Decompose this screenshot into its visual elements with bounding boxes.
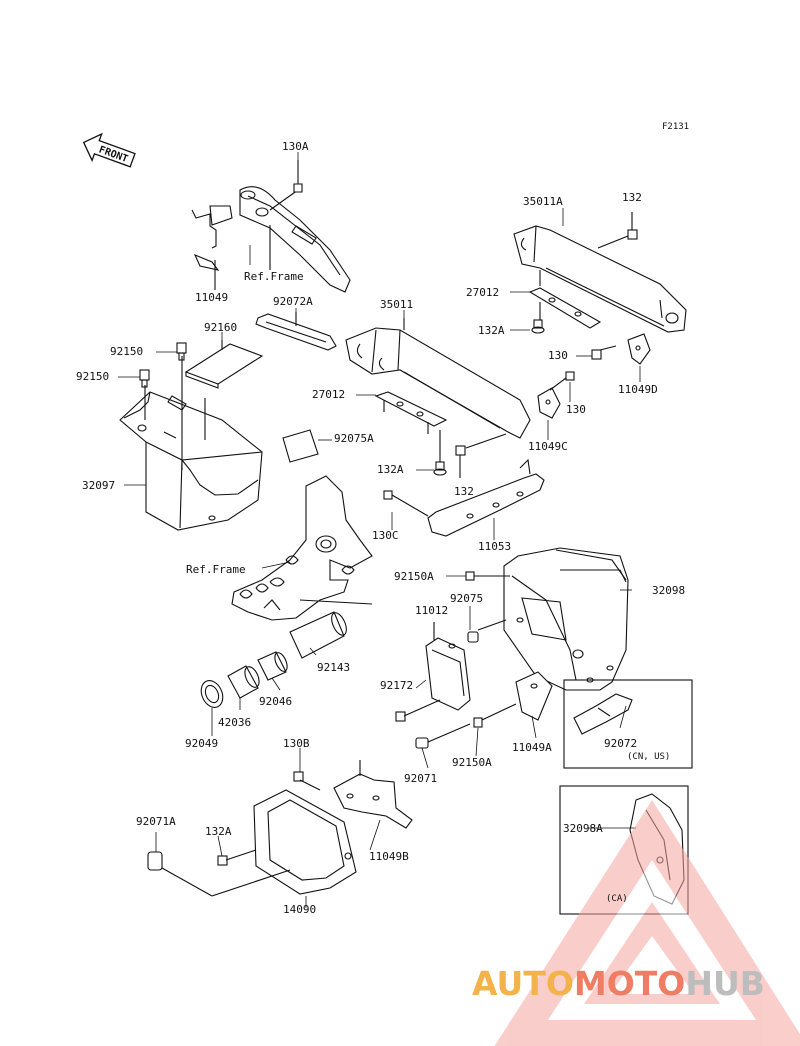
part-92072A-shape: [255, 312, 337, 351]
label-11049A: 11049A: [512, 741, 552, 754]
bolt-92150-shape: [139, 342, 187, 388]
label-92075A: 92075A: [334, 432, 374, 445]
part-92046-shape: [257, 651, 288, 681]
leader-lines: [118, 152, 641, 908]
part-27012-mid-shape: [374, 391, 448, 434]
part-11053-shape: [427, 458, 545, 537]
part-32097-shape: [119, 356, 263, 531]
part-42036-shape: [227, 665, 260, 699]
part-11049C-shape: [537, 371, 575, 419]
label-92160: 92160: [204, 321, 238, 334]
label-11053: 11053: [478, 540, 512, 553]
bolt-130C-shape: [383, 490, 429, 517]
label-11049: 11049: [195, 291, 229, 304]
part-92075-shape: [467, 619, 507, 643]
part-92072-inset: [563, 679, 693, 769]
label-27012-mid: 27012: [312, 388, 346, 401]
label-11012: 11012: [415, 604, 449, 617]
part-35011A-shape: [513, 225, 687, 333]
bolt-132-mid-shape: [455, 433, 507, 478]
label-92172: 92172: [380, 679, 414, 692]
label-130: 130: [548, 349, 568, 362]
bolt-132A-right-shape: [531, 319, 545, 334]
label-11049D: 11049D: [618, 383, 658, 396]
part-92075A-shape: [282, 429, 319, 463]
part-92071A-shape: [147, 851, 291, 897]
part-92049-shape: [200, 680, 224, 708]
label-92150-b: 92150: [76, 370, 110, 383]
bolt-132A-mid-shape: [433, 430, 447, 476]
label-92150A-low: 92150A: [452, 756, 492, 769]
part-35011-shape: [345, 318, 531, 439]
label-130-low: 130: [566, 403, 586, 416]
watermark-part1: AUTO: [472, 964, 574, 1003]
watermark-triangle-icon: [494, 800, 800, 1046]
part-11049D-shape: [591, 333, 651, 365]
label-130A: 130A: [282, 140, 309, 153]
part-11049A-shape: [473, 671, 553, 728]
ref-frame-mid-part: [231, 475, 373, 621]
bolt-130B-shape: [293, 771, 321, 791]
part-92143-shape: [289, 611, 347, 659]
label-32097: 32097: [82, 479, 116, 492]
watermark-part3: HUB: [685, 964, 765, 1003]
label-ref-frame-mid: Ref.Frame: [186, 563, 246, 576]
label-132A-low: 132A: [205, 825, 232, 838]
label-14090: 14090: [283, 903, 317, 916]
ref-frame-top-part: [191, 160, 351, 293]
bolt-132-right-shape: [597, 212, 638, 249]
label-132A-right: 132A: [478, 324, 505, 337]
label-92046: 92046: [259, 695, 293, 708]
label-92049: 92049: [185, 737, 219, 750]
label-32098A-note: (CA): [606, 894, 628, 904]
label-132A-mid: 132A: [377, 463, 404, 476]
label-92075: 92075: [450, 592, 484, 605]
part-32098-shape: [503, 547, 629, 691]
label-92072: 92072: [604, 737, 638, 750]
label-35011A: 35011A: [523, 195, 563, 208]
watermark-part2: MOTO: [573, 964, 686, 1003]
bolt-132A-low-shape: [217, 849, 257, 866]
label-92072A: 92072A: [273, 295, 313, 308]
label-130C: 130C: [372, 529, 399, 542]
label-92072-note: (CN, US): [627, 752, 671, 762]
label-11049B: 11049B: [369, 850, 409, 863]
label-92150-a: 92150: [110, 345, 144, 358]
part-92071-shape: [415, 723, 471, 749]
front-arrow-icon: FRONT: [82, 132, 136, 168]
label-92071: 92071: [404, 772, 438, 785]
label-92143: 92143: [317, 661, 351, 674]
part-27012-right-shape: [528, 287, 602, 329]
label-27012-right: 27012: [466, 286, 500, 299]
bolt-92150A-top-shape: [465, 571, 510, 581]
label-92150A-top: 92150A: [394, 570, 434, 583]
label-32098: 32098: [652, 584, 686, 597]
watermark-logo: AUTOMOTOHUB: [472, 964, 765, 1003]
label-132-right: 132: [622, 191, 642, 204]
label-92071A: 92071A: [136, 815, 176, 828]
label-130B: 130B: [283, 737, 310, 750]
label-11049C: 11049C: [528, 440, 568, 453]
label-32098A: 32098A: [563, 822, 603, 835]
label-35011: 35011: [380, 298, 414, 311]
figure-id: F2131: [662, 122, 690, 132]
label-ref-frame-top: Ref.Frame: [244, 270, 304, 283]
part-92160-shape: [184, 340, 264, 389]
part-11049B-shape: [333, 760, 413, 829]
label-132-mid: 132: [454, 485, 474, 498]
part-14090-shape: [253, 789, 357, 895]
bolt-92172-shape: [395, 699, 441, 722]
part-11012-shape: [425, 622, 471, 711]
label-42036: 42036: [218, 716, 252, 729]
